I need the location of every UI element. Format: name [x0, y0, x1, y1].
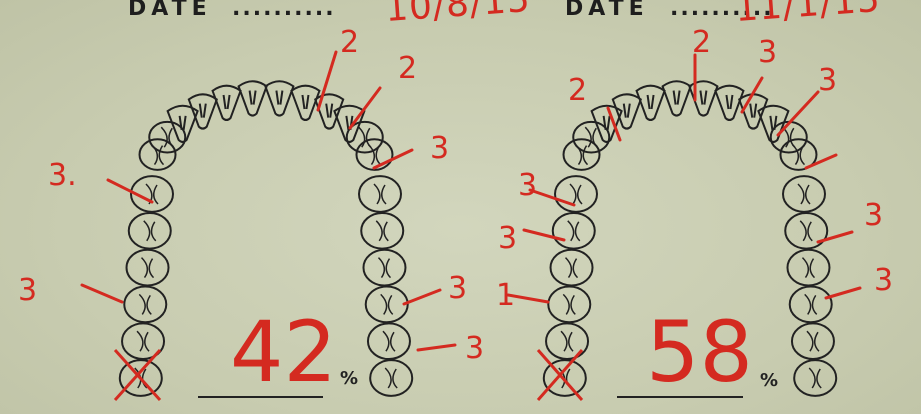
tooth-right-6 — [663, 81, 691, 115]
tooth-right-18 — [787, 250, 829, 286]
plaque-mark-number: 2 — [398, 51, 417, 86]
plaque-mark-line — [418, 345, 455, 350]
plaque-mark-number: 2 — [568, 73, 587, 108]
tooth-right-21 — [546, 323, 588, 359]
tooth-left-8 — [291, 86, 319, 120]
tooth-right-2 — [573, 122, 609, 153]
tooth-left-7 — [265, 81, 293, 115]
tooth-left-18 — [363, 250, 405, 286]
plaque-mark-number: 3 — [518, 168, 537, 203]
tooth-left-17 — [127, 250, 169, 286]
tooth-right-16 — [785, 213, 827, 249]
plaque-mark-line — [826, 288, 860, 298]
tooth-left-14 — [359, 176, 401, 212]
tooth-right-14 — [783, 176, 825, 212]
tooth-right-15 — [553, 213, 595, 249]
plaque-score-right: 58 — [646, 310, 753, 394]
score-line-right — [617, 396, 743, 398]
plaque-mark-number: 3 — [864, 198, 883, 233]
tooth-left-15 — [129, 213, 171, 249]
tooth-left-24 — [370, 360, 412, 396]
tooth-right-13 — [555, 176, 597, 212]
plaque-mark-number: 3 — [18, 273, 37, 308]
plaque-mark-line — [818, 232, 852, 242]
plaque-mark-number: 3 — [498, 221, 517, 256]
percent-sign-right: % — [760, 370, 778, 391]
plaque-mark-number: 3 — [448, 271, 467, 306]
tooth-right-22 — [792, 323, 834, 359]
plaque-mark-line — [108, 180, 152, 202]
score-line-left — [198, 396, 323, 398]
tooth-left-12 — [356, 139, 392, 170]
plaque-mark-number: 3 — [818, 63, 837, 98]
plaque-mark-number: 2 — [692, 25, 711, 60]
plaque-mark-number: 1 — [496, 278, 515, 313]
tooth-right-17 — [551, 250, 593, 286]
tooth-left-20 — [366, 287, 408, 323]
percent-sign-left: % — [340, 368, 358, 389]
plaque-mark-number: 2 — [340, 25, 359, 60]
tooth-right-5 — [637, 86, 665, 120]
plaque-mark-line — [806, 155, 836, 168]
tooth-right-24 — [794, 360, 836, 396]
plaque-mark-line — [404, 290, 440, 304]
plaque-score-left: 42 — [230, 310, 337, 394]
tooth-right-19 — [548, 287, 590, 323]
tooth-left-6 — [239, 81, 267, 115]
plaque-mark-line — [318, 52, 336, 110]
plaque-mark-number: 3. — [48, 158, 77, 193]
plaque-mark-line — [82, 285, 122, 302]
tooth-left-22 — [368, 323, 410, 359]
tooth-right-8 — [715, 86, 743, 120]
plaque-mark-number: 3 — [874, 263, 893, 298]
tooth-right-20 — [790, 287, 832, 323]
tooth-left-19 — [124, 287, 166, 323]
tooth-left-16 — [361, 213, 403, 249]
tooth-left-2 — [149, 122, 185, 153]
tooth-left-5 — [213, 86, 241, 120]
plaque-mark-line — [778, 92, 818, 135]
plaque-mark-line — [524, 230, 564, 240]
plaque-mark-number: 3 — [430, 131, 449, 166]
plaque-mark-number: 3 — [758, 35, 777, 70]
plaque-mark-number: 3 — [465, 331, 484, 366]
